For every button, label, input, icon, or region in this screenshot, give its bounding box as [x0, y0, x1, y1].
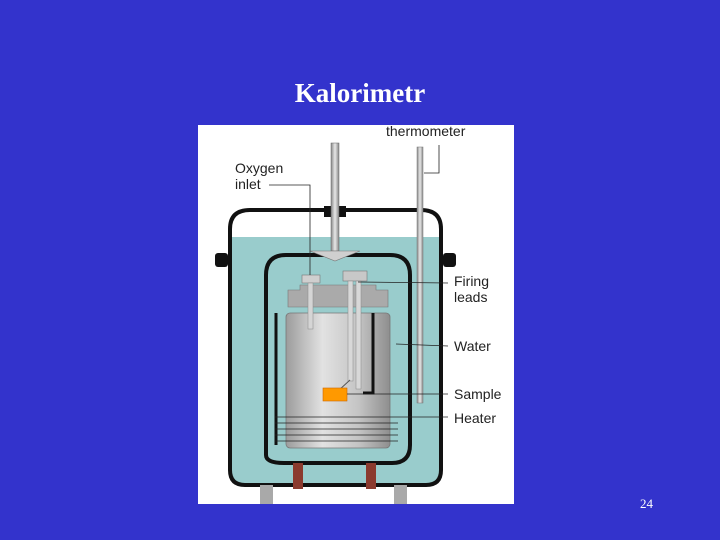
inner-foot-left: [293, 463, 303, 489]
label-thermometer: thermometer: [386, 125, 466, 139]
thermometer-tube: [416, 146, 424, 404]
firing-post: [342, 270, 368, 282]
sample-cup: [322, 387, 348, 402]
oxygen-valve: [301, 274, 321, 284]
heater-coils: [275, 416, 398, 442]
left-handle: [215, 253, 228, 267]
label-water: Water: [454, 338, 491, 354]
stirrer-rod: [330, 142, 340, 252]
firing-lead-wire-1: [347, 280, 354, 382]
stirrer-blade: [309, 250, 361, 262]
inner-foot-right: [366, 463, 376, 489]
firing-lead-wire-2: [355, 280, 362, 390]
label-firing-leads-1: Firing: [454, 273, 489, 289]
outer-vessel: [228, 208, 443, 487]
label-heater: Heater: [454, 410, 496, 426]
bomb-body: [285, 312, 391, 449]
inner-bucket: [264, 253, 412, 465]
calorimeter-illustration: thermometer Oxygen inlet Firing leads Wa…: [198, 125, 514, 504]
label-firing-leads-2: leads: [454, 289, 487, 305]
oxygen-inlet-tube: [307, 282, 314, 330]
calorimeter-diagram: thermometer Oxygen inlet Firing leads Wa…: [198, 125, 514, 504]
firing-lead-hook: [363, 387, 375, 395]
right-handle: [443, 253, 456, 267]
outer-foot-right: [394, 485, 407, 504]
bomb-lid: [287, 284, 389, 308]
label-oxygen-inlet-1: Oxygen: [235, 160, 283, 176]
label-sample: Sample: [454, 386, 502, 402]
page-number: 24: [640, 496, 653, 511]
callout-lines: [269, 145, 449, 418]
outer-foot-left: [260, 485, 273, 504]
label-oxygen-inlet-2: inlet: [235, 176, 261, 192]
slide-title: Kalorimetr: [294, 78, 426, 108]
